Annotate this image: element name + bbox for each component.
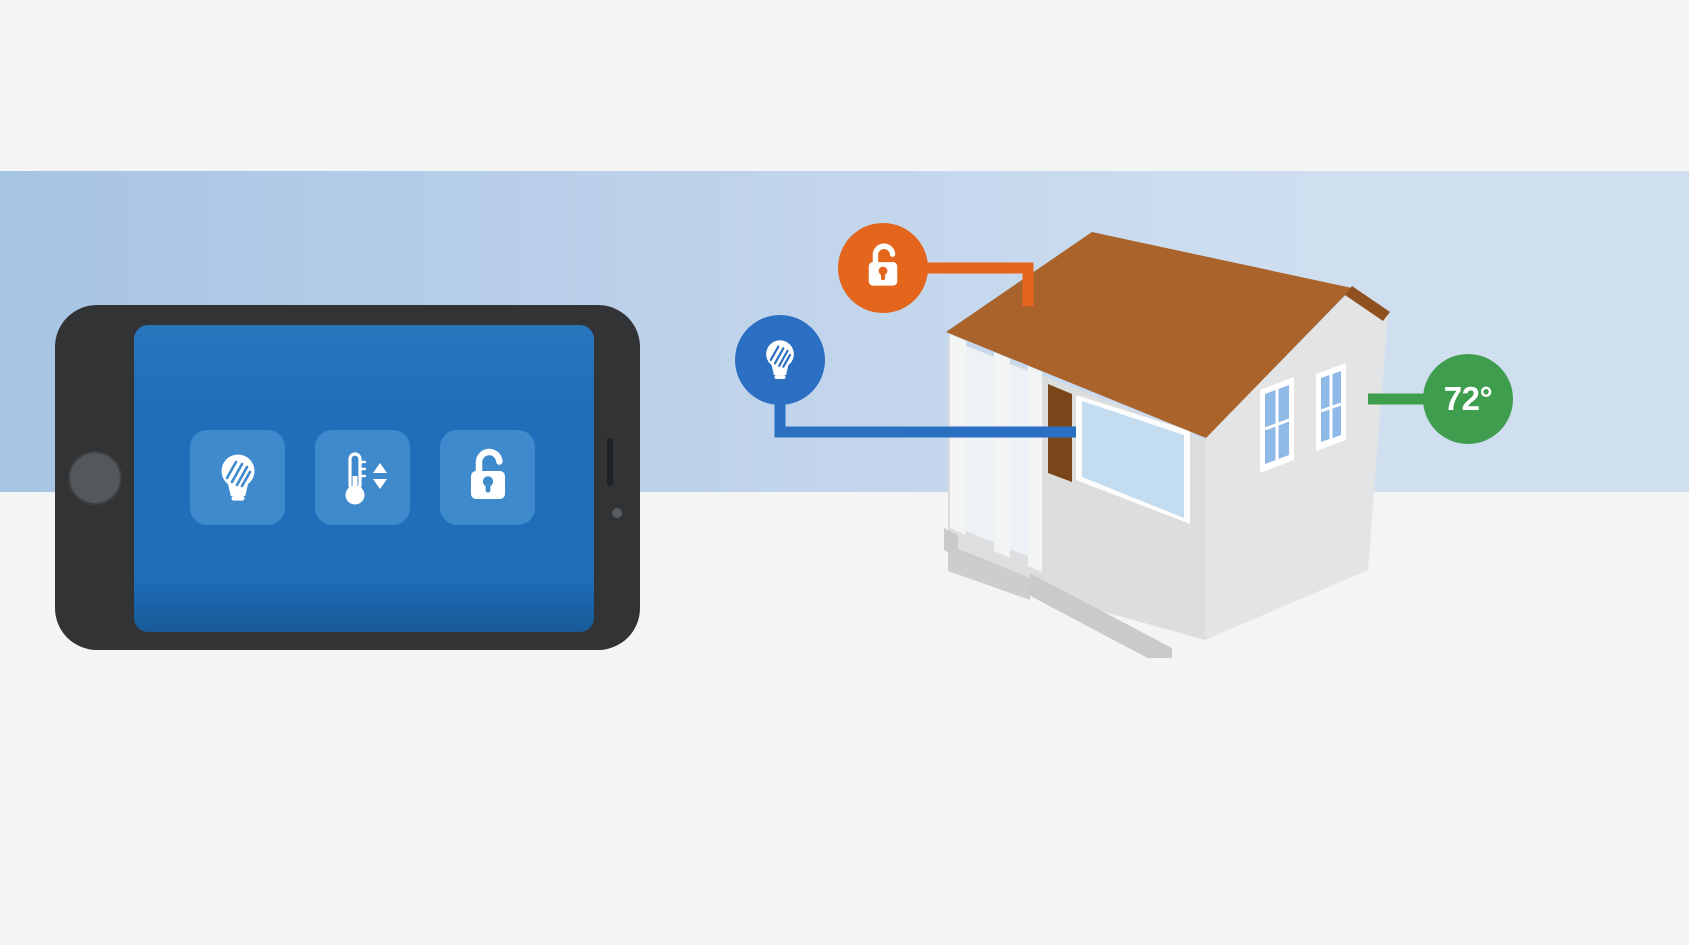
house-door [1048,384,1072,482]
porch-column [994,352,1010,558]
temperature-value: 72° [1443,380,1493,417]
lightbulb-icon [207,447,269,509]
phone-speaker [607,438,613,486]
thermometer-icon [332,447,394,509]
side-window [1260,377,1294,473]
porch-pane [966,346,994,550]
unlock-icon [857,242,909,294]
phone-screen [134,325,594,632]
front-window-glass [1082,401,1184,518]
unlock-icon [457,447,519,509]
side-window [1316,363,1346,451]
porch-step [958,528,1030,578]
porch-column [950,334,966,535]
lightbulb-icon [754,334,806,386]
light-callout [735,315,825,405]
porch-step [948,549,1030,600]
house-roof [946,232,1352,438]
porch-pane [1010,364,1028,564]
smartphone [55,305,640,650]
temperature-callout: 72° [1423,354,1513,444]
app-thermostat-button[interactable] [315,430,410,525]
app-lights-button[interactable] [190,430,285,525]
house-roof-edge [1345,286,1390,321]
app-grid [190,430,535,525]
app-door-lock-button[interactable] [440,430,535,525]
porch-column [1028,366,1042,572]
house-illustration [944,232,1390,658]
phone-camera [612,508,622,518]
lock-callout [838,223,928,313]
phone-home-button[interactable] [68,451,122,505]
